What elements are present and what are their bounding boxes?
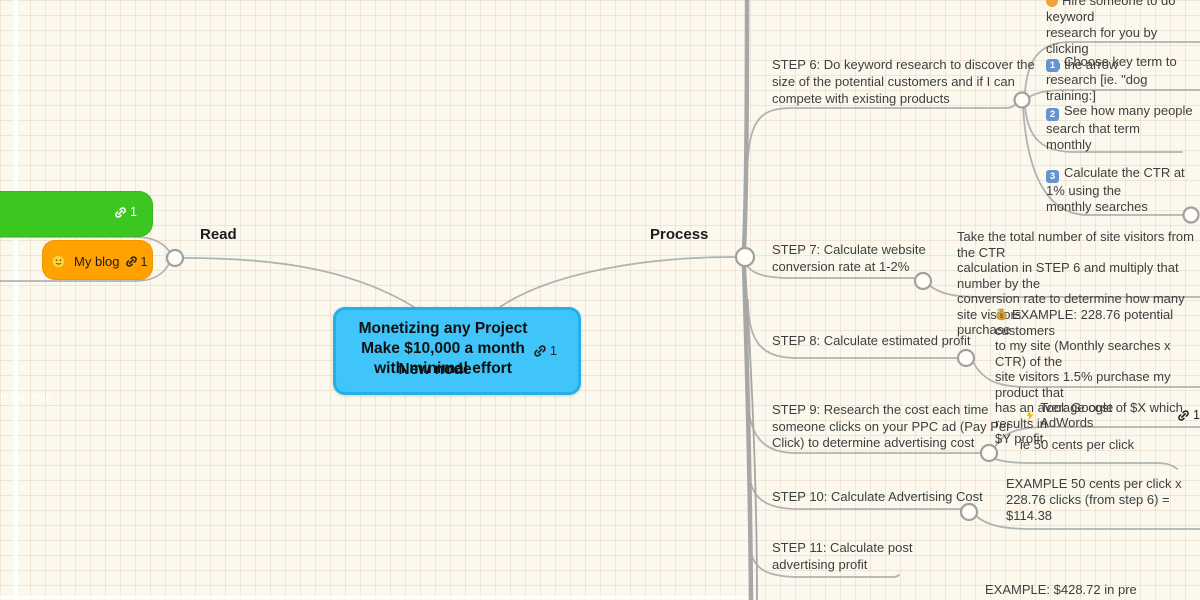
ctr-node-hub[interactable] [1182, 206, 1200, 224]
step8-note-underline [972, 361, 1200, 388]
book-link-badge[interactable]: 1 [114, 205, 137, 219]
step6-children-hub[interactable] [1013, 91, 1031, 109]
tool-link-badge[interactable]: 1 [1177, 408, 1200, 422]
step10-node[interactable]: STEP 10: Calculate Advertising Cost [772, 489, 983, 504]
step8-node[interactable]: STEP 8: Calculate estimated profit [772, 333, 971, 348]
step6-underline [746, 103, 1017, 186]
keycap-3-icon: 3 [1046, 170, 1059, 183]
lightning-icon [1026, 409, 1034, 421]
process-hub[interactable] [734, 246, 756, 268]
step8-note-node[interactable]: $EXAMPLE: 228.76 potential customers to … [995, 307, 1183, 446]
money-bag-icon: $ [996, 308, 1007, 321]
step8-hub[interactable] [956, 348, 976, 368]
new-node-overlay[interactable]: New node [398, 361, 472, 378]
central-link-count: 1 [550, 344, 557, 358]
choose-underline [1028, 89, 1200, 98]
step10-hub[interactable] [959, 502, 979, 522]
ctr-underline [1022, 106, 1184, 216]
step9-node[interactable]: STEP 9: Research the cost each time some… [772, 402, 1011, 450]
book-node[interactable]: k that taught me this w 1 [0, 191, 153, 405]
pointer-emoji-icon [1046, 0, 1058, 7]
blog-link-count: 1 [140, 254, 148, 269]
step11-underline [749, 541, 900, 578]
tool-underline [994, 426, 1200, 448]
link-icon [534, 345, 546, 357]
trunk-lower [741, 263, 754, 600]
link-icon [115, 206, 126, 218]
hire-node[interactable]: Hire someone to do keyword research for … [1046, 0, 1200, 73]
step7-node[interactable]: STEP 7: Calculate website conversion rat… [772, 242, 926, 274]
blog-node-label: My blog [74, 254, 120, 269]
link-icon [125, 256, 137, 267]
keycap-2-icon: 2 [1046, 108, 1059, 121]
tool-node[interactable]: Tool: Google AdWords 1 [1025, 400, 1200, 430]
canvas-left-boundary [14, 0, 18, 600]
tool-node-label: Tool: Google AdWords [1040, 400, 1114, 430]
read-hub[interactable] [165, 248, 185, 268]
step11-note-node[interactable]: EXAMPLE: $428.72 in pre [985, 582, 1137, 597]
blog-node[interactable]: My blog 1 [42, 240, 153, 280]
keycap-1-icon: 1 [1046, 59, 1059, 72]
central-node-title: Monetizing any Project Make $10,000 a mo… [358, 320, 528, 377]
read-branch-line [183, 257, 415, 308]
central-link-badge[interactable]: 1 [533, 344, 557, 358]
trunk-upper [741, 0, 750, 251]
trunk-strand [744, 265, 758, 600]
step7-note-node[interactable]: Take the total number of site visitors f… [957, 229, 1194, 337]
see-underline [1024, 106, 1183, 153]
book-link-count: 1 [130, 205, 137, 219]
step9-hub[interactable] [979, 443, 999, 463]
svg-text:$: $ [1000, 314, 1004, 320]
process-branch-line [499, 256, 736, 308]
step6-node[interactable]: STEP 6: Do keyword research to discover … [772, 57, 1035, 106]
step7-hub[interactable] [913, 271, 933, 291]
book-node-label: k that taught me this w [0, 390, 53, 405]
canvas-bottom-boundary [0, 596, 748, 599]
smiley-icon [52, 255, 65, 268]
ppc-example-underline [994, 458, 1178, 470]
tool-link-count: 1 [1193, 408, 1200, 422]
blog-node-content: My blog 1 [52, 254, 147, 269]
process-branch-label[interactable]: Process [650, 226, 709, 243]
hire-underline [1024, 41, 1200, 94]
book-node-underline [0, 236, 170, 252]
ppc-example-node[interactable]: ie 50 cents per click [1020, 437, 1135, 452]
step11-node[interactable]: STEP 11: Calculate post advertising prof… [772, 540, 913, 572]
blog-link-badge[interactable]: 1 [125, 254, 148, 269]
step7-note-underline [929, 285, 1200, 298]
step10-note-node[interactable]: EXAMPLE 50 cents per click x 228.76 clic… [1006, 476, 1182, 523]
blog-node-underline [0, 263, 170, 282]
link-icon [1178, 409, 1189, 421]
step10-note-underline [975, 515, 1200, 530]
read-branch-label[interactable]: Read [200, 226, 237, 243]
